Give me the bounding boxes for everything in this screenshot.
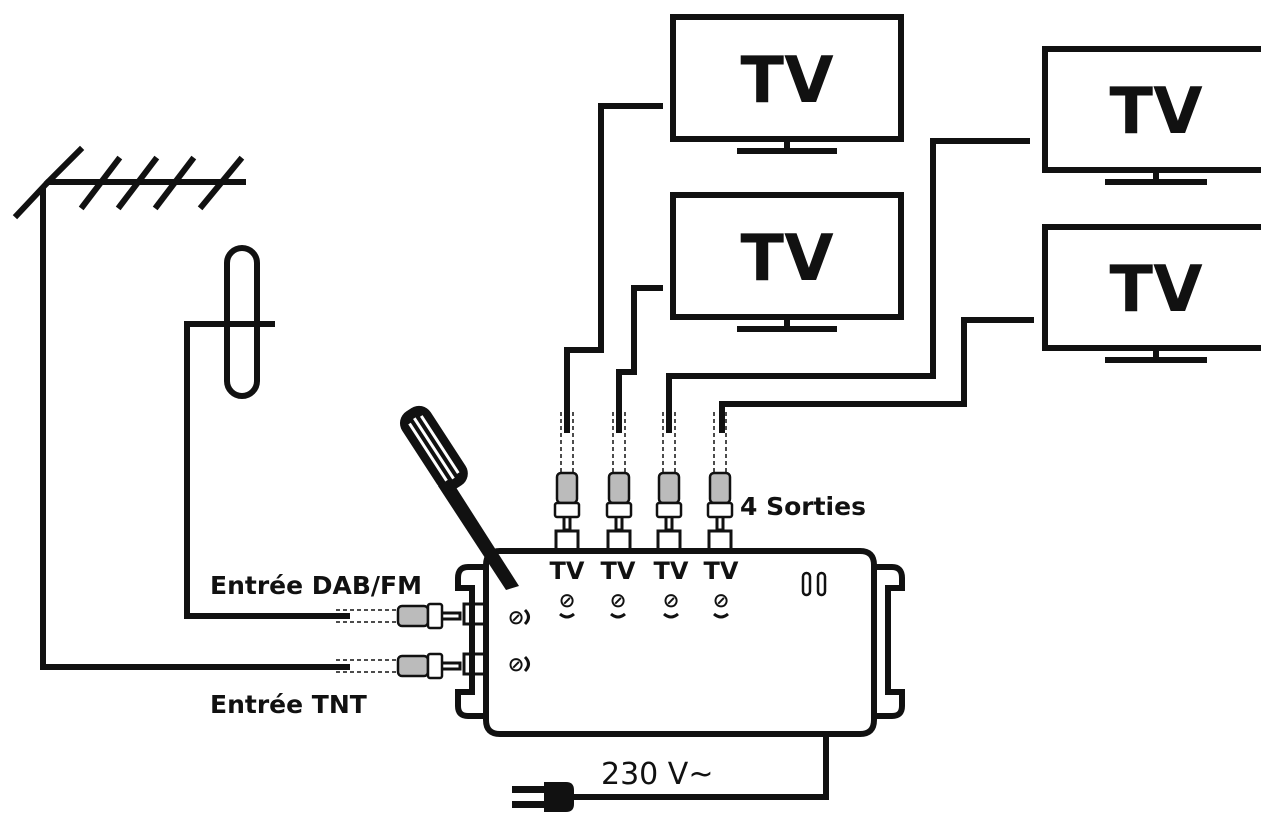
input-dab-fm-label: Entrée DAB/FM bbox=[210, 571, 422, 600]
knob-icon: ⊘ bbox=[508, 605, 525, 629]
knob-icon: ⊘ bbox=[559, 588, 576, 612]
power-cable bbox=[569, 731, 829, 800]
knob-icon: ⊘ bbox=[610, 588, 627, 612]
port-label-2: TV bbox=[601, 557, 636, 585]
knob-icon: ⊘ bbox=[663, 588, 680, 612]
output-connectors bbox=[553, 412, 734, 532]
tv-set-4: TV bbox=[1042, 224, 1261, 363]
tv-label: TV bbox=[740, 222, 834, 296]
output-connector-2 bbox=[605, 412, 633, 532]
screwdriver-icon bbox=[399, 405, 519, 590]
output-cables bbox=[564, 103, 1034, 433]
tv-set-2: TV bbox=[670, 192, 904, 332]
port-label-3: TV bbox=[654, 557, 689, 585]
input-connector-dab-fm bbox=[336, 602, 462, 630]
amplifier-port-labels: TV TV TV TV bbox=[550, 557, 739, 585]
input-tnt-label: Entrée TNT bbox=[210, 690, 367, 719]
output-connector-3 bbox=[655, 412, 683, 532]
tv-set-3: TV bbox=[1042, 46, 1261, 185]
plug-icon bbox=[512, 782, 574, 812]
knob-icon: ⊘ bbox=[713, 588, 730, 612]
gain-knobs: ⊘ ⊘ ⊘ ⊘ ⊘ ⊘ bbox=[508, 588, 730, 676]
tv-set-1: TV bbox=[670, 14, 904, 154]
tv-label: TV bbox=[1109, 253, 1203, 327]
port-label-4: TV bbox=[704, 557, 739, 585]
knob-icon: ⊘ bbox=[508, 652, 525, 676]
output-connector-4 bbox=[706, 412, 734, 532]
tnt-antenna bbox=[12, 145, 350, 670]
tv-label: TV bbox=[1109, 75, 1203, 149]
dab-fm-antenna bbox=[184, 245, 350, 619]
voltage-label: 230 V~ bbox=[601, 757, 713, 792]
tv-label: TV bbox=[740, 44, 834, 118]
output-connector-1 bbox=[553, 412, 581, 532]
input-connector-tnt bbox=[336, 652, 462, 680]
outputs-label: 4 Sorties bbox=[740, 492, 866, 521]
port-label-1: TV bbox=[550, 557, 585, 585]
